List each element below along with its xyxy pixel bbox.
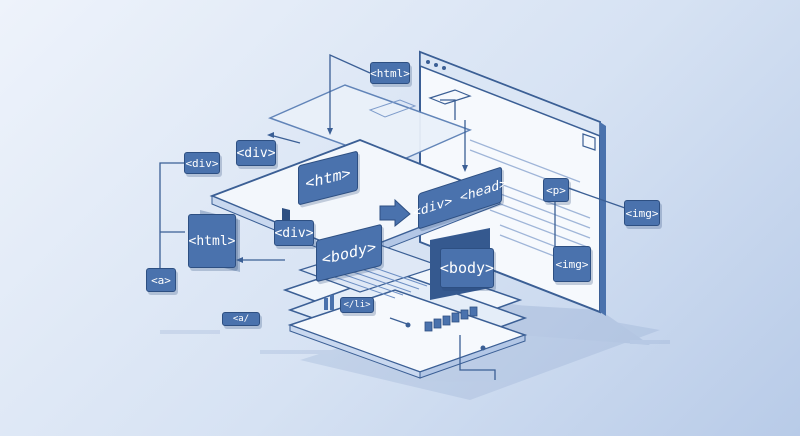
tag-div-left-2: <div> xyxy=(236,140,276,166)
tag-img-mid: <img> xyxy=(553,246,591,282)
arrow-right-icon xyxy=(379,198,411,228)
tag-a-left: <a> xyxy=(146,268,176,292)
arrowheads xyxy=(236,128,468,263)
tag-htm-center: <htm> xyxy=(298,150,358,206)
tag-div-head: <div> <head> xyxy=(413,166,507,230)
tag-body-right: <body> xyxy=(440,248,494,288)
tag-img-right: <img> xyxy=(624,200,660,226)
tag-p-right: <p> xyxy=(543,178,569,202)
tag-html-left: <html> xyxy=(188,214,236,268)
tag-html-top: <html> xyxy=(370,62,410,84)
tag-body-mid: <body> xyxy=(316,223,382,283)
tag-a-small: <a/ xyxy=(222,312,260,326)
tag-div-mid: <div> xyxy=(274,220,314,246)
connector-lines xyxy=(159,53,626,380)
tag-div-left: <div> xyxy=(184,152,220,174)
tag-li-small: </li> xyxy=(340,297,374,313)
